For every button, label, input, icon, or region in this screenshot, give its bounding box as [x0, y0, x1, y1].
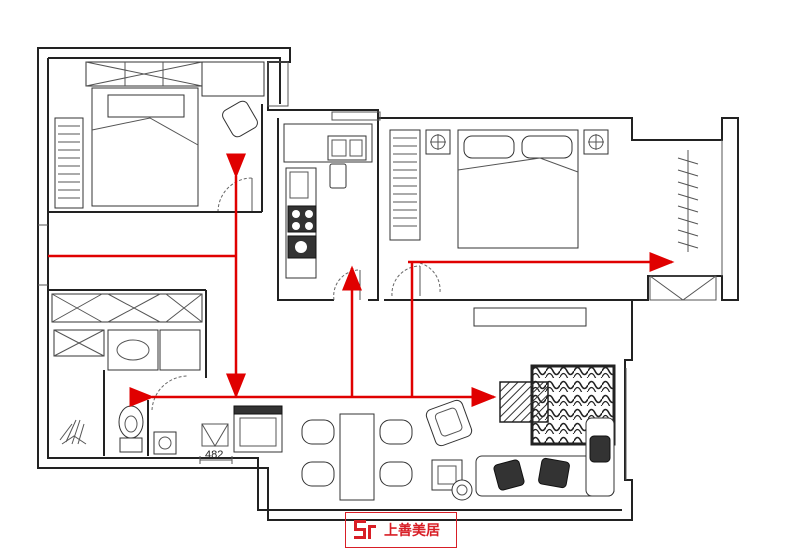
dining-table [339, 413, 375, 501]
kitchen [277, 111, 381, 301]
toilet [119, 437, 143, 453]
sofa [475, 417, 615, 497]
wardrobe-2 [389, 129, 421, 241]
chair-1 [222, 100, 258, 138]
brand-logo: 上善美居 [345, 512, 457, 548]
coffee-table [499, 381, 549, 423]
side-table [431, 459, 463, 491]
shower [59, 419, 87, 445]
desk [201, 61, 265, 97]
brand-name: 上善美居 [384, 523, 440, 539]
dining-area [301, 413, 413, 501]
bedroom-2 [384, 129, 723, 327]
ss-monogram-icon [352, 517, 378, 543]
tv-cabinet [473, 307, 587, 327]
plant [451, 479, 473, 501]
wardrobe-1 [54, 117, 84, 209]
bedroom-1 [48, 61, 289, 213]
dimension-label: 482 [205, 449, 223, 461]
stove [287, 205, 317, 259]
bathroom [48, 289, 207, 456]
fridge-icon [329, 163, 347, 189]
shoe-cabinet [233, 411, 283, 453]
outer-walls [37, 47, 739, 521]
circulation-routes [48, 153, 675, 407]
entrance: 482 [199, 405, 283, 464]
armchair [425, 399, 473, 447]
living-area [425, 364, 627, 501]
